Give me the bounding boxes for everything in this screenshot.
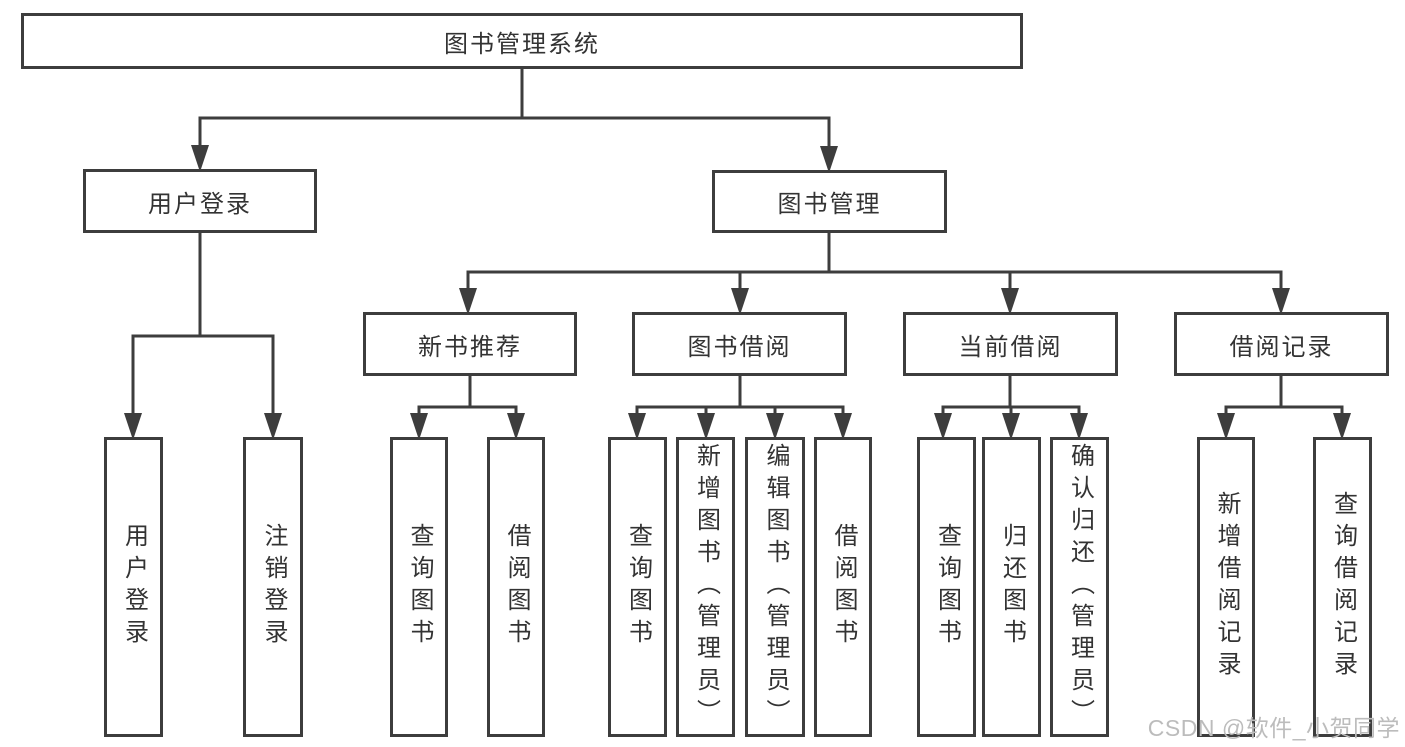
node-leaf-add-books-admin: 新增图书（管理员）: [676, 437, 735, 737]
node-label: 用户登录: [120, 523, 148, 651]
node-leaf-query-borrow-record: 查询借阅记录: [1313, 437, 1372, 737]
node-leaf-query-books-borrow: 查询图书: [608, 437, 667, 737]
node-label: 查询借阅记录: [1329, 491, 1357, 683]
node-label: 图书借阅: [687, 333, 792, 361]
node-label: 编辑图书（管理员）: [762, 443, 789, 731]
node-label: 借阅图书: [503, 523, 530, 651]
node-book-borrow: 图书借阅: [632, 312, 847, 376]
node-borrow-records: 借阅记录: [1174, 312, 1389, 376]
node-leaf-add-borrow-record: 新增借阅记录: [1197, 437, 1255, 737]
node-label: 借阅图书: [830, 523, 857, 651]
node-label: 借阅记录: [1229, 333, 1334, 361]
node-current-borrow: 当前借阅: [903, 312, 1118, 376]
node-label: 图书管理: [777, 191, 882, 218]
node-leaf-borrow-books-recommend: 借阅图书: [487, 437, 545, 737]
node-leaf-logout: 注销登录: [243, 437, 303, 737]
node-label: 查询图书: [933, 523, 961, 651]
node-leaf-return-books: 归还图书: [982, 437, 1041, 737]
node-label: 新增借阅记录: [1213, 491, 1240, 683]
node-label: 注销登录: [260, 523, 287, 651]
node-new-book-recommend: 新书推荐: [363, 312, 577, 376]
node-label: 当前借阅: [958, 333, 1063, 361]
node-leaf-query-books-recommend: 查询图书: [390, 437, 448, 737]
node-label: 确认归还（管理员）: [1066, 443, 1094, 731]
node-label: 图书管理系统: [444, 30, 600, 58]
node-leaf-confirm-return-admin: 确认归还（管理员）: [1050, 437, 1109, 737]
csdn-watermark: CSDN @软件_小贺同学: [1147, 715, 1400, 741]
node-leaf-query-books-current: 查询图书: [917, 437, 976, 737]
node-leaf-edit-books-admin: 编辑图书（管理员）: [745, 437, 805, 737]
node-root: 图书管理系统: [21, 13, 1023, 69]
node-label: 归还图书: [998, 523, 1026, 651]
node-user-login: 用户登录: [83, 169, 317, 233]
node-label: 新书推荐: [418, 333, 522, 361]
node-label: 查询图书: [406, 523, 433, 651]
node-label: 用户登录: [148, 190, 252, 218]
node-label: 查询图书: [624, 523, 652, 651]
node-label: 新增图书（管理员）: [692, 443, 720, 731]
node-book-management: 图书管理: [712, 170, 947, 233]
node-leaf-borrow-books: 借阅图书: [814, 437, 872, 737]
node-leaf-user-login: 用户登录: [104, 437, 163, 737]
